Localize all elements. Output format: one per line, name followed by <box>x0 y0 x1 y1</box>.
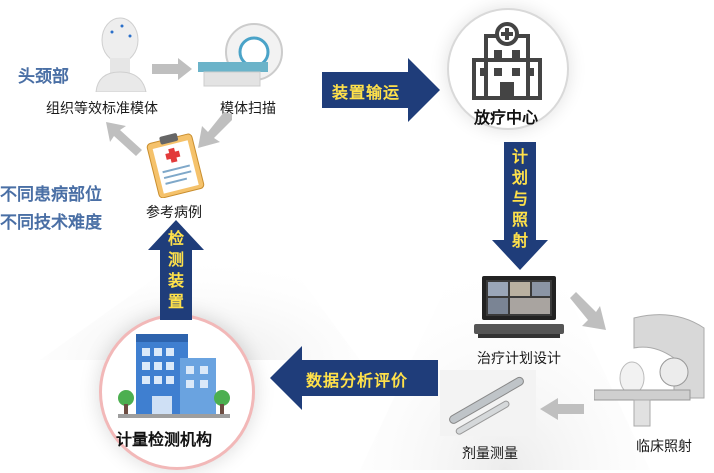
dose-measurement-label: 剂量测量 <box>462 446 518 462</box>
gray-arrow-up-left <box>106 122 142 156</box>
data-analysis-arrow <box>270 346 438 410</box>
treatment-planning-label: 治疗计划设计 <box>477 351 561 367</box>
plan-char-2: 划 <box>511 168 528 187</box>
reference-case-label: 参考病例 <box>146 205 202 221</box>
plan-irradiation-arrow <box>492 142 548 270</box>
gray-arrow-left <box>540 398 584 420</box>
treatment-planning-image <box>474 276 564 340</box>
data-analysis-text: 数据分析评价 <box>306 371 409 390</box>
device-transport-arrow <box>322 58 440 122</box>
clinical-irradiation-label: 临床照射 <box>636 439 692 455</box>
radiotherapy-center-label: 放疗中心 <box>474 108 539 127</box>
device-transport-text: 装置输运 <box>332 83 401 102</box>
metrology-institution-label: 计量检测机构 <box>116 430 213 449</box>
gray-arrow-diagonal <box>198 112 232 148</box>
linac-image <box>593 308 710 428</box>
phantom-scan-label: 模体扫描 <box>220 101 276 117</box>
detect-char-4: 置 <box>167 292 184 311</box>
head-phantom-image <box>92 14 150 93</box>
head-icon <box>95 17 147 93</box>
linac-icon <box>593 314 705 427</box>
scanner-icon <box>198 23 283 87</box>
different-difficulty-label: 不同技术难度 <box>0 213 102 233</box>
detection-device-arrow <box>148 220 204 320</box>
ct-scanner-image <box>196 22 288 90</box>
plan-char-5: 射 <box>511 231 528 250</box>
detection-device-text: 检 测 装 置 <box>165 228 187 312</box>
detect-char-1: 检 <box>167 229 184 248</box>
building-icon <box>118 334 230 418</box>
gray-arrow-right <box>152 58 192 80</box>
different-sites-label: 不同患病部位 <box>0 185 102 205</box>
phantom-label: 组织等效标准模体 <box>46 101 158 117</box>
head-neck-label: 头颈部 <box>18 67 69 87</box>
gray-arrow-down-right <box>570 292 606 330</box>
plan-irradiation-text: 计 划 与 照 射 <box>509 146 531 251</box>
computer-icon <box>474 276 564 338</box>
detect-char-2: 测 <box>167 250 184 269</box>
detect-char-3: 装 <box>167 271 184 290</box>
reference-case-image <box>142 130 208 199</box>
plan-char-4: 照 <box>511 210 528 229</box>
plan-char-3: 与 <box>511 189 528 208</box>
plan-char-1: 计 <box>511 147 528 166</box>
dose-measurement-image <box>440 370 536 436</box>
clipboard-icon <box>146 133 205 199</box>
dosimeter-icon <box>440 370 536 436</box>
hospital-icon <box>472 22 542 100</box>
